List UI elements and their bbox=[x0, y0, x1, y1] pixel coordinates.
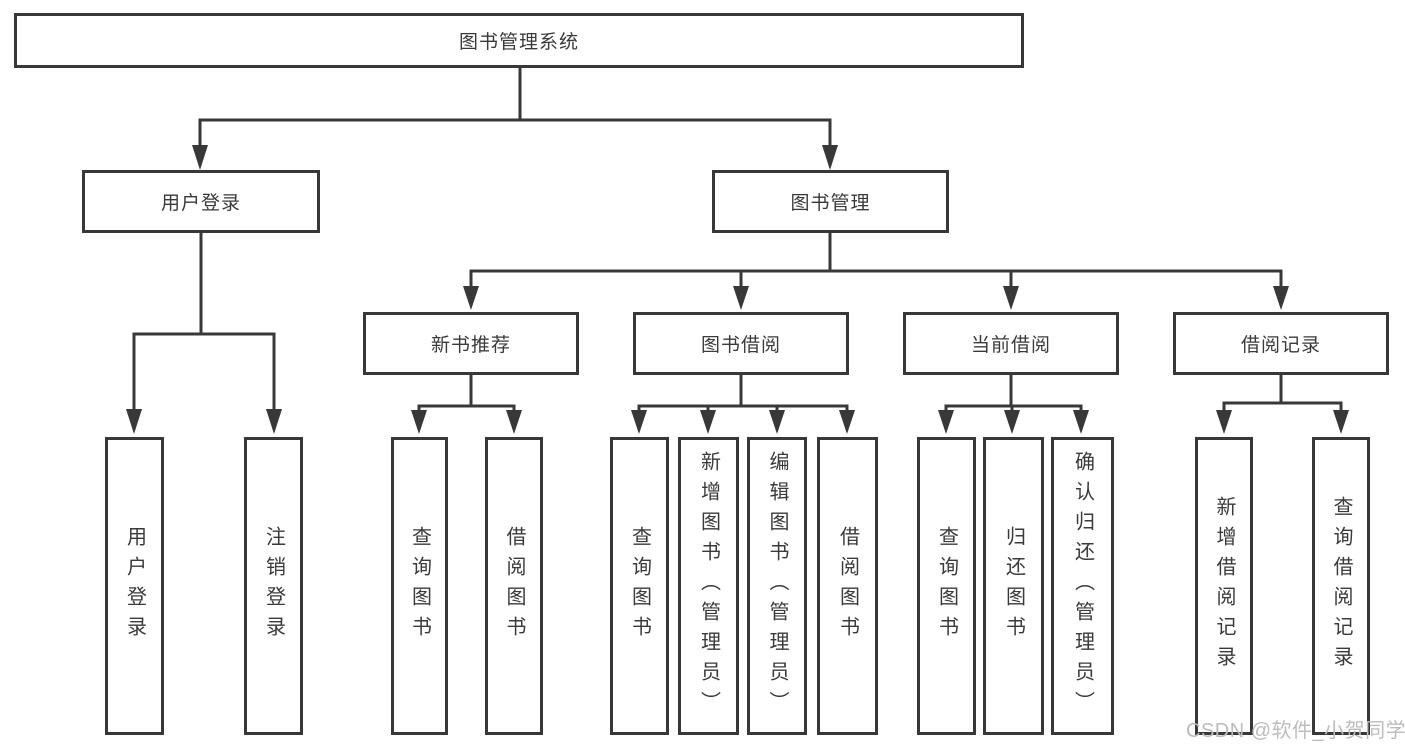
node-new-book-recommendation: 新书推荐 bbox=[363, 312, 579, 375]
leaf-query-books-borrow: 查询图书 bbox=[610, 437, 669, 735]
leaf-logout-label: 注销登录 bbox=[262, 526, 285, 646]
node-user-login-label: 用户登录 bbox=[160, 193, 241, 214]
leaf-query-books-rec-label: 查询图书 bbox=[408, 526, 431, 646]
leaf-add-borrow-record: 新增借阅记录 bbox=[1195, 437, 1253, 735]
node-current-borrowing: 当前借阅 bbox=[903, 312, 1119, 375]
leaf-return-book-label: 归还图书 bbox=[1002, 526, 1025, 646]
connector-book-borrow-to-leaves bbox=[631, 374, 855, 434]
leaf-edit-book-admin-label: 编辑图书（管理员） bbox=[766, 451, 788, 721]
node-borrowing-records-label: 借阅记录 bbox=[1240, 335, 1321, 356]
connector-book-mgmt-to-level3 bbox=[463, 233, 1289, 310]
csdn-watermark: CSDN @软件_小贺同学 bbox=[1186, 720, 1405, 742]
connector-user-login-to-leaves bbox=[126, 233, 282, 434]
leaf-confirm-return-admin-label: 确认归还（管理员） bbox=[1071, 451, 1094, 721]
node-current-borrowing-label: 当前借阅 bbox=[970, 335, 1051, 356]
connector-new-book-rec-to-leaves bbox=[411, 374, 522, 434]
leaf-add-book-admin-label: 新增图书（管理员） bbox=[697, 451, 720, 721]
leaf-user-login: 用户登录 bbox=[105, 437, 164, 735]
node-user-login: 用户登录 bbox=[82, 170, 320, 233]
leaf-borrow-books-rec: 借阅图书 bbox=[485, 437, 543, 735]
leaf-edit-book-admin: 编辑图书（管理员） bbox=[747, 437, 807, 735]
leaf-query-books-rec: 查询图书 bbox=[391, 437, 448, 735]
connector-root-to-level2 bbox=[192, 66, 838, 170]
node-book-management: 图书管理 bbox=[712, 170, 949, 233]
node-root-library-system: 图书管理系统 bbox=[14, 13, 1024, 68]
leaf-query-books-current-label: 查询图书 bbox=[935, 526, 958, 646]
leaf-confirm-return-admin: 确认归还（管理员） bbox=[1051, 437, 1114, 735]
leaf-borrow-books-rec-label: 借阅图书 bbox=[503, 526, 525, 646]
leaf-query-books-current: 查询图书 bbox=[917, 437, 976, 735]
leaf-return-book: 归还图书 bbox=[983, 437, 1044, 735]
leaf-add-borrow-record-label: 新增借阅记录 bbox=[1213, 496, 1235, 676]
leaf-query-books-borrow-label: 查询图书 bbox=[628, 526, 651, 646]
node-new-book-recommendation-label: 新书推荐 bbox=[430, 335, 511, 356]
leaf-query-borrow-record-label: 查询借阅记录 bbox=[1330, 496, 1352, 676]
leaf-logout: 注销登录 bbox=[244, 437, 303, 735]
node-root-label: 图书管理系统 bbox=[458, 32, 579, 53]
node-book-borrowing: 图书借阅 bbox=[633, 312, 849, 375]
leaf-query-borrow-record: 查询借阅记录 bbox=[1312, 437, 1370, 735]
leaf-borrow-books: 借阅图书 bbox=[817, 437, 878, 735]
connector-borrow-record-to-leaves bbox=[1216, 374, 1349, 434]
connector-current-borrow-to-leaves bbox=[938, 374, 1089, 434]
leaf-user-login-label: 用户登录 bbox=[123, 526, 146, 646]
leaf-borrow-books-label: 借阅图书 bbox=[836, 526, 859, 646]
node-book-management-label: 图书管理 bbox=[790, 193, 871, 214]
node-borrowing-records: 借阅记录 bbox=[1173, 312, 1389, 375]
node-book-borrowing-label: 图书借阅 bbox=[700, 335, 781, 356]
leaf-add-book-admin: 新增图书（管理员） bbox=[678, 437, 739, 735]
